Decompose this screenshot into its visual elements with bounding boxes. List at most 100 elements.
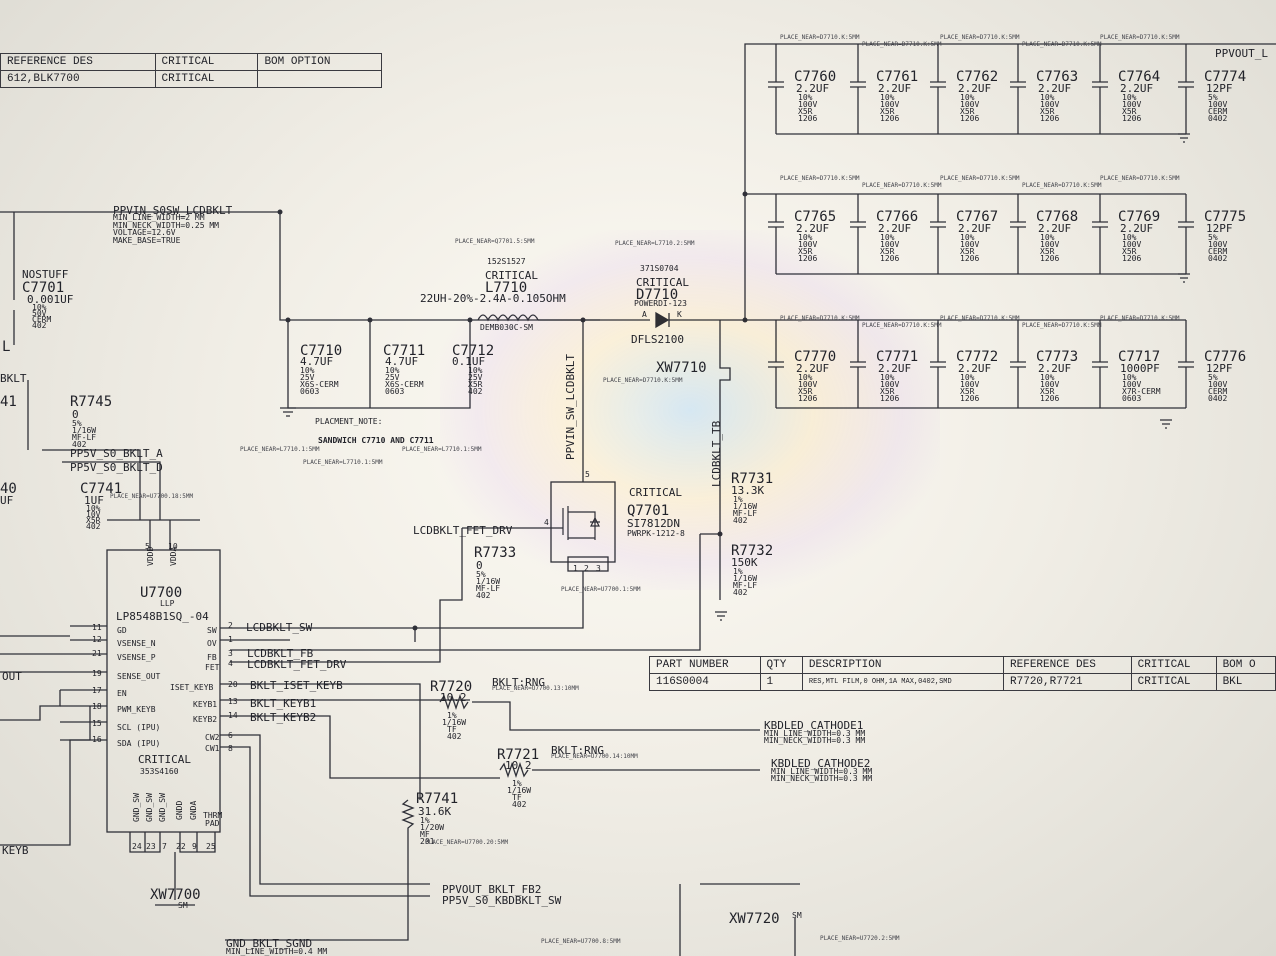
wire-ppvin: [0, 211, 600, 321]
label-pn-11: 11: [92, 623, 102, 632]
th-qty: QTY: [759, 656, 803, 674]
label-r7721-d: 402: [512, 800, 527, 809]
label-pn-1: 1: [228, 635, 233, 644]
cap-label: 1206: [960, 394, 980, 403]
label-c7710-b: 25V: [300, 373, 315, 382]
cap-label: C7770: [794, 349, 837, 365]
th-critical: CRITICAL: [154, 53, 259, 71]
cap-label: X5R: [1040, 247, 1055, 256]
label-net-keyb: KEYB: [2, 844, 29, 857]
th-part-number: PART NUMBER: [649, 656, 761, 674]
label-net-kb2: BKLT_KEYB2: [250, 711, 317, 724]
label-bkltrng2: BKLT:RNG: [551, 744, 604, 757]
th-reference-des: REFERENCE DES: [0, 53, 156, 71]
td-bom-option-val: BKL: [1215, 673, 1276, 691]
label-l7710-pkg: DEMB030C-SM: [480, 323, 533, 332]
label-u7700-pn: 353S4160: [140, 767, 179, 776]
cap-label: 12PF: [1206, 82, 1233, 95]
cap-label: 10%: [1122, 93, 1137, 102]
label-vdda: VDDA: [169, 546, 178, 566]
cap-label: X5R: [960, 247, 975, 256]
label-r7733-val: 0: [476, 559, 483, 572]
label-c7711-val: 4.7UF: [385, 355, 419, 368]
cap-label: 0402: [1208, 114, 1228, 123]
label-pn-4: 4: [228, 659, 233, 668]
place-near-note: PLACE_NEAR=D7710.K:5MM: [940, 34, 1020, 41]
label-c7701-d: 402: [32, 321, 47, 330]
label-place-note: PLACMENT_NOTE:: [315, 417, 383, 426]
cap-label: 10%: [798, 93, 813, 102]
label-q7701-ref: Q7701: [627, 503, 670, 519]
label-kbd2: KBDLED_CATHODE2: [771, 757, 871, 770]
label-p-iset: ISET_KEYB: [170, 683, 214, 692]
label-u7700-crit: CRITICAL: [138, 753, 191, 766]
capacitor-c7772: [930, 320, 946, 408]
label-gnd-sw: GND_SW: [132, 793, 141, 822]
cap-label: C7763: [1036, 69, 1079, 85]
label-r7720-ref: R7720: [430, 679, 473, 695]
label-net-iset: BKLT_ISET_KEYB: [250, 679, 343, 692]
label-d7710-pkg: POWERDI-123: [634, 299, 687, 308]
label-r7721-val: 10.2: [505, 759, 532, 772]
label-net-ppvout: PPVOUT_L: [1215, 47, 1268, 60]
label-p-scl: SCL (IPU): [117, 723, 161, 732]
cap-label: C7717: [1118, 349, 1161, 365]
label-crit-d7710: CRITICAL: [636, 276, 689, 289]
cap-label: 5%: [1208, 373, 1218, 382]
cap-label: 1206: [1040, 114, 1060, 123]
td-reference-des: 612,BLK7700: [0, 70, 156, 88]
label-gnd-a: GNDA: [189, 800, 198, 820]
label-r7720-a: 1%: [447, 711, 457, 720]
capacitor-c7760: [768, 44, 784, 134]
label-kbd1-a: MIN_LINE_WIDTH=0.3 MM: [764, 729, 866, 738]
label-pn-15: 15: [92, 719, 102, 728]
cap-label: X5R: [1040, 387, 1055, 396]
label-xw7700: XW7700: [150, 887, 201, 903]
cap-label: X5R: [798, 247, 813, 256]
label-pn-l7710: 152S1527: [487, 257, 526, 266]
wire-input-caps-gnd: [287, 320, 471, 409]
cap-label: 10%: [1122, 233, 1137, 242]
cap-label: 10%: [880, 93, 895, 102]
cap-label: 100V: [1040, 380, 1060, 389]
capacitor-c7774: [1178, 44, 1194, 134]
label-pn-20: 20: [228, 680, 238, 689]
label-p-en: EN: [117, 689, 127, 698]
label-c7710-ref: C7710: [300, 343, 343, 359]
cap-label: 2.2UF: [1038, 222, 1072, 235]
th-description: DESCRIPTION: [801, 656, 1005, 674]
label-r7733-ref: R7733: [474, 545, 517, 561]
cap-label: 10%: [960, 93, 975, 102]
label-net-gnd-sgnd: GND_BKLT_SGND: [226, 937, 313, 950]
cap-label: 100V: [1208, 100, 1228, 109]
label-r7733-a: 5%: [476, 570, 486, 579]
place-near-note: PLACE_NEAR=D7710.K:5MM: [862, 41, 942, 48]
cap-label: 100V: [880, 240, 900, 249]
label-c7710-val: 4.7UF: [300, 355, 334, 368]
place-near-note: PLACE_NEAR=D7710.K:5MM: [862, 322, 942, 329]
label-r7731-ref: R7731: [731, 471, 774, 487]
place-near-note: PLACE_NEAR=U7700.13:10MM: [492, 685, 579, 692]
cap-label: 100V: [880, 380, 900, 389]
cap-label: X5R: [960, 107, 975, 116]
mosfet-symbol: [540, 506, 596, 540]
label-l7710-val: 22UH-20%-2.4A-0.105OHM: [420, 292, 566, 305]
cap-label: 2.2UF: [878, 362, 912, 375]
label-r7720-b: 1/16W: [442, 718, 467, 727]
cap-label: 2.2UF: [958, 82, 992, 95]
label-c7711-b: 25V: [385, 373, 400, 382]
label-r7731-a: 1%: [733, 495, 743, 504]
place-near-note: PLACE_NEAR=D7710.K:5MM: [603, 377, 683, 384]
label-c7711-ref: C7711: [383, 343, 426, 359]
label-net-sw: LCDBKLT_SW: [246, 621, 313, 634]
label-r7732-b: 1/16W: [733, 574, 758, 583]
cap-label: 1206: [1040, 254, 1060, 263]
label-crit-q7701: CRITICAL: [629, 486, 682, 499]
place-near-note: PLACE_NEAR=L7710.1:5MM: [402, 446, 482, 453]
place-near-note: PLACE_NEAR=L7710.1:5MM: [303, 459, 383, 466]
label-pn-5: 5: [145, 542, 150, 551]
label-pn-9: 9: [192, 842, 197, 851]
label-p-fet: FET: [205, 663, 220, 672]
cap-label: C7768: [1036, 209, 1079, 225]
label-q7701-val: SI7812DN: [627, 517, 680, 530]
